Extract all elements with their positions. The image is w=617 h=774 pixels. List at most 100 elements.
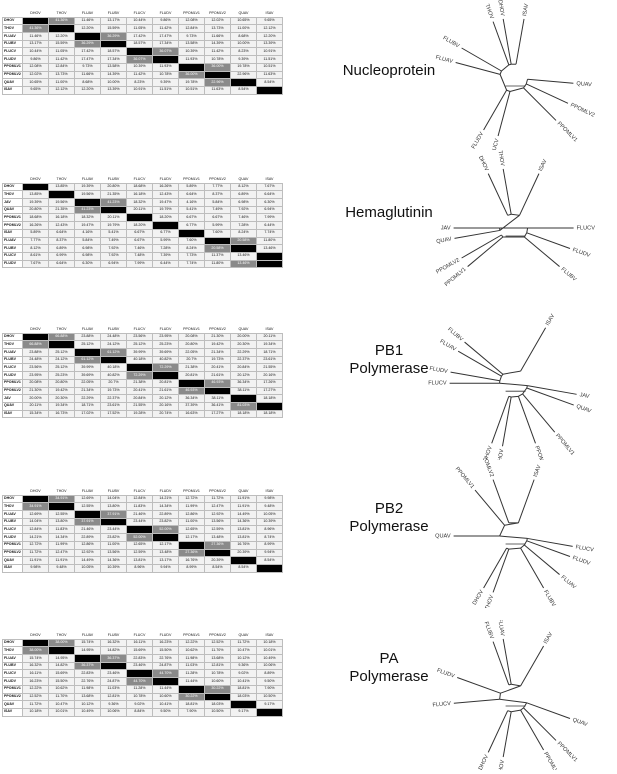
tree-leaf-label: FLUAV: [435, 55, 454, 65]
matrix-cell: 23.82%: [100, 533, 127, 542]
matrix-row-label: PPOMLV2: [2, 386, 23, 396]
tree-internal-branch: [499, 382, 528, 387]
matrix-cell: 4.16%: [74, 228, 101, 238]
matrix-cell: 40.18%: [100, 363, 127, 373]
matrix-cell: 20.81%: [178, 371, 205, 380]
matrix-column-header: THOV: [48, 326, 75, 334]
panel-title: PB2 Polymerase: [349, 500, 429, 535]
tree-branch: [483, 89, 508, 131]
tree-leaf-label: PPOMLV2: [542, 751, 560, 770]
matrix-cell: 9.86%: [22, 55, 49, 64]
matrix-row-label: DHOV: [2, 182, 23, 192]
matrix-column-header: QUAV: [230, 176, 257, 184]
matrix-cell: 21.55%: [126, 401, 153, 411]
matrix-column-header: PPOMLV1: [178, 326, 205, 334]
tree-internal-branch: [526, 227, 529, 233]
matrix-row-label: PPOMLV1: [2, 684, 23, 694]
matrix-cell: 7.60%: [204, 228, 231, 238]
matrix-cell: 25.12%: [48, 363, 75, 373]
matrix-cell: 6.30%: [74, 259, 101, 269]
matrix-cell: 24.12%: [48, 355, 75, 365]
matrix-cell: 18.20%: [126, 221, 153, 230]
matrix-row-label: FLUBV: [2, 517, 23, 527]
matrix-cell: 19.56%: [74, 190, 101, 200]
matrix-cell: 23.95%: [152, 332, 179, 342]
tree-branch: [527, 385, 577, 395]
matrix-cell: 11.44%: [152, 684, 179, 694]
tree-internal-branch: [504, 522, 519, 526]
matrix-cell: 17.26%: [256, 378, 283, 388]
tree-branch: [502, 638, 512, 685]
matrix-cell: 20.08%: [22, 378, 49, 388]
tree-branch: [453, 698, 500, 704]
matrix-cell: 21.61%: [152, 386, 179, 396]
tree-internal-branch: [511, 683, 521, 687]
matrix-cell: 18.18%: [256, 394, 283, 403]
matrix-cell: 14.04%: [100, 494, 127, 504]
tree-branch: [450, 371, 500, 382]
matrix-cell: 7.28%: [152, 244, 179, 253]
matrix-cell: 9.17%: [230, 707, 257, 717]
matrix-cell: 12.20%: [48, 32, 75, 41]
panel-title: Hemaglutinin: [345, 204, 433, 221]
matrix-cell: 21.38%: [126, 378, 153, 388]
matrix-cell: 23.61%: [100, 401, 127, 411]
matrix-cell: 8.68%: [230, 32, 257, 41]
matrix-cell: 23.61%: [256, 355, 283, 365]
matrix-cell: 18.18%: [230, 409, 257, 419]
matrix-cell: 39.99%: [126, 348, 153, 357]
matrix-cell: 20.41%: [126, 386, 153, 396]
matrix-cell: 22.37%: [100, 394, 127, 403]
matrix-cell: 18.81%: [230, 684, 257, 694]
matrix-cell: 11.51%: [256, 55, 283, 64]
matrix-column-header: FLUAV: [74, 10, 101, 18]
matrix-cell: 10.65%: [22, 78, 49, 87]
matrix-cell: 37.91%: [100, 510, 127, 519]
tree-leaf-label: FLUDV: [436, 668, 456, 680]
matrix-cell: 6.98%: [230, 198, 257, 207]
tree-branch: [523, 707, 557, 741]
tree-branch: [520, 327, 547, 372]
matrix-cell: 4.16%: [178, 198, 205, 207]
matrix-cell: 18.57%: [100, 47, 127, 57]
matrix-column-header: FLUCV: [126, 176, 153, 184]
tree-internal-branch: [511, 709, 521, 713]
matrix-row-label: DHOV: [2, 16, 23, 26]
tree-internal-branch: [511, 213, 520, 216]
matrix-column-header: DHOV: [22, 326, 49, 334]
matrix-row-label: FLUAV: [2, 32, 23, 41]
matrix-cell: 20.80%: [178, 340, 205, 350]
matrix-cell: 22.83%: [126, 654, 153, 663]
matrix-cell: 6.98%: [74, 251, 101, 261]
matrix-row-label: ISAV: [2, 85, 23, 95]
matrix-row-label: FLUBV: [2, 39, 23, 49]
matrix-cell: 17.42%: [74, 47, 101, 57]
matrix-cell: 12.65%: [178, 525, 205, 535]
tree-leaf-label: FLUCV: [428, 381, 447, 387]
matrix-row-label: PPOMLV1: [2, 213, 23, 223]
matrix-cell: 11.46%: [22, 32, 49, 41]
tree-leaf-label: THOV: [483, 3, 494, 20]
matrix-cell: [204, 236, 231, 246]
matrix-cell: 24.87%: [100, 677, 127, 686]
matrix-cell: 18.68%: [22, 213, 49, 223]
tree-internal-branch: [499, 74, 508, 91]
matrix-cell: [74, 32, 101, 41]
matrix-row-label: PPOMLV1: [2, 540, 23, 550]
matrix-cell: 20.84%: [126, 394, 153, 403]
tree-branch: [526, 83, 569, 104]
matrix-column-header: FLUBV: [100, 10, 127, 18]
matrix-column-header: ISAV: [256, 632, 283, 640]
matrix-cell: 21.38%: [178, 363, 205, 373]
matrix-cell: 12.43%: [48, 221, 75, 230]
matrix-cell: [22, 332, 49, 342]
tree-leaf-label: ISAV: [545, 313, 556, 327]
matrix-cell: 7.74%: [178, 259, 205, 269]
